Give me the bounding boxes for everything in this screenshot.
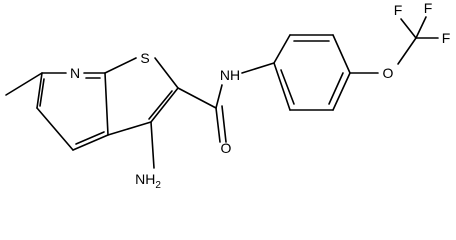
bond-pyridine-c3a-c7a (104, 72, 109, 136)
bond-c2-carbonyl (177, 87, 217, 109)
bond-pyridine-c2-c2-inner (39, 78, 45, 107)
bond-phenyl-4 (332, 72, 351, 111)
bond-cf3-f2 (415, 16, 427, 39)
bond-phenyl-3 (332, 34, 351, 74)
bond-phenyl-6 (273, 62, 291, 111)
atom-label-nh2-amino: NH2 (135, 171, 161, 191)
bond-pyridine-c2-c3 (36, 107, 74, 151)
bond-thiophene-c2-c3-inner (148, 90, 173, 120)
amino-nh: NH (135, 171, 155, 187)
bond-o-cf3 (397, 37, 417, 65)
amino-subscript: 2 (155, 180, 161, 191)
bond-amino (150, 121, 155, 169)
atom-label-n-pyridine: N (70, 65, 80, 81)
bond-nh-phenyl (241, 62, 275, 74)
atom-label-nh-amide: NH (220, 67, 240, 83)
atom-label-f2: F (424, 0, 433, 16)
bond-thiophene-c2-c3 (150, 87, 179, 123)
bond-methyl (5, 72, 43, 96)
bond-thiophene-s-c2 (154, 57, 179, 89)
atom-label-o-ether: O (383, 65, 394, 81)
bond-pyridine-c1-c2 (36, 72, 43, 109)
atom-label-o-carbonyl: O (221, 140, 232, 156)
bonds (5, 16, 439, 169)
atom-label-f3: F (442, 30, 451, 46)
bond-pyridine-c3-c3a (72, 134, 109, 151)
bond-thiophene-c7a-s (104, 57, 137, 74)
bond-phenyl-inner-3 (280, 69, 295, 105)
bond-carbonyl-o-a (215, 107, 221, 143)
bond-phenyl-inner-2 (328, 72, 344, 105)
atom-labels: N S NH O O F F F NH2 (70, 0, 450, 191)
bond-phenyl-1 (273, 34, 291, 64)
structure-diagram: N S NH O O F F F NH2 (5, 0, 450, 191)
atom-label-s-thiophene: S (140, 50, 149, 66)
bond-cf3-f1 (400, 18, 417, 39)
bond-carbonyl-nh (215, 84, 223, 109)
bond-thiophene-c3-c3a (107, 121, 152, 136)
bond-carbonyl-o-b (221, 105, 227, 143)
bond-pyridine-c3-c3a-inner (75, 131, 105, 145)
atom-label-f1: F (394, 2, 403, 18)
